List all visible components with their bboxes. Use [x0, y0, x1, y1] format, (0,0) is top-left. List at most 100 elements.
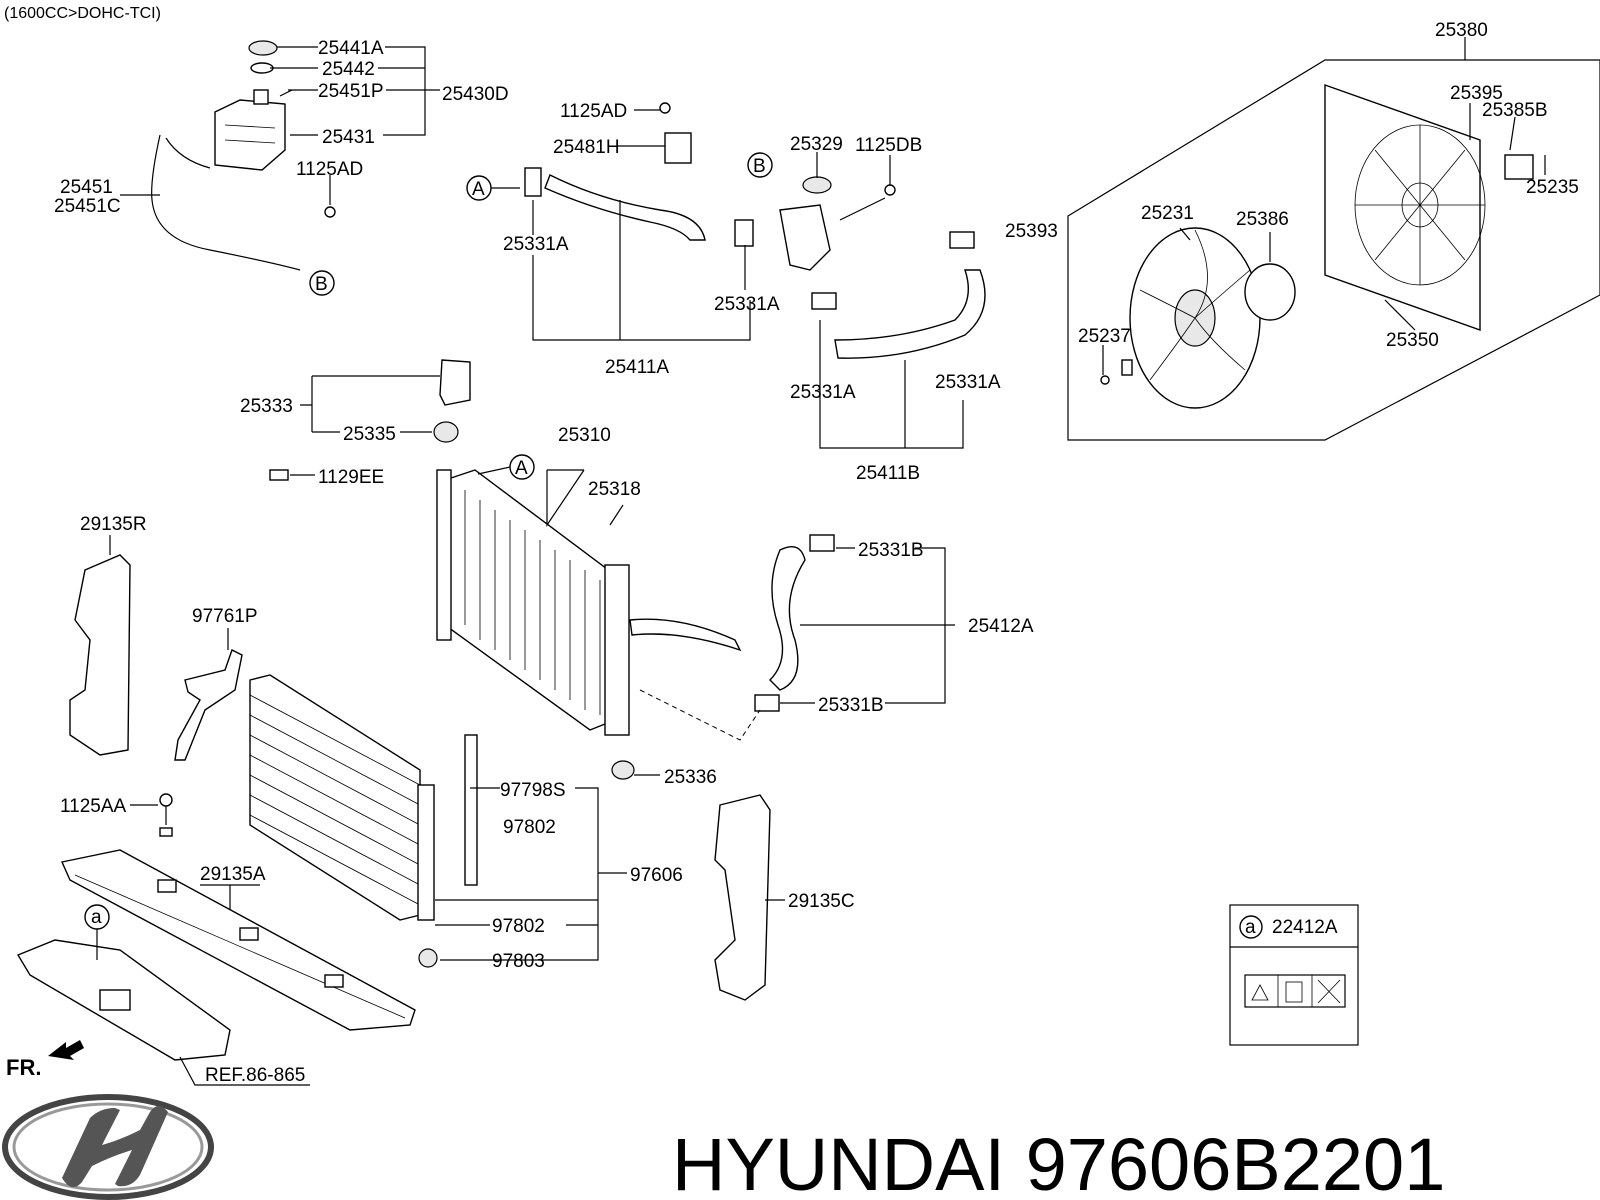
label-25331A-b: 25331A — [714, 294, 780, 315]
bracket — [664, 132, 692, 164]
bolt-1129EE — [269, 469, 289, 481]
label-25411A: 25411A — [605, 357, 669, 378]
bolt — [324, 206, 336, 218]
callout-b-1 — [309, 270, 335, 296]
reservoir-tank — [214, 99, 286, 171]
upper-hose — [544, 174, 706, 241]
condenser — [249, 674, 627, 968]
label-25318: 25318 — [588, 479, 641, 500]
label-25350: 25350 — [1386, 330, 1439, 351]
reservoir-cap — [248, 40, 278, 56]
label-25310: 25310 — [558, 425, 611, 446]
label-25237: 25237 — [1078, 326, 1131, 347]
label-1125AD-a: 1125AD — [296, 159, 363, 180]
front-label: FR. — [6, 1055, 41, 1080]
label-25393: 25393 — [1005, 221, 1058, 242]
label-25451P: 25451P — [318, 81, 384, 102]
label-25235: 25235 — [1526, 177, 1579, 198]
clamp — [524, 167, 542, 197]
drier-cap — [418, 948, 438, 968]
label-25333: 25333 — [240, 396, 293, 417]
label-25331B-b: 25331B — [818, 695, 884, 716]
ac-line — [174, 649, 243, 761]
label-97798S: 97798S — [500, 780, 566, 801]
label-25331A-c: 25331A — [790, 382, 856, 403]
callout-a-small-text: a — [91, 907, 102, 928]
oil-cooler-line — [629, 618, 742, 652]
label-25386: 25386 — [1236, 209, 1289, 230]
front-arrow — [48, 1040, 84, 1060]
fan-motor — [1244, 263, 1296, 321]
air-guard — [69, 554, 131, 756]
callout-b-2 — [747, 152, 773, 178]
label-25380: 25380 — [1435, 20, 1488, 41]
label-97802-a: 97802 — [503, 817, 556, 838]
hyundai-logo-icon — [2, 1094, 214, 1200]
label-25451: 25451 — [60, 177, 113, 198]
callout-a-text: A — [472, 179, 485, 200]
label-25412A: 25412A — [968, 616, 1034, 637]
label-29135R: 29135R — [80, 514, 147, 535]
clamp — [949, 231, 975, 249]
hose — [834, 269, 986, 359]
label-1125DB: 1125DB — [855, 135, 922, 156]
label-25431: 25431 — [322, 127, 375, 148]
ref-label: REF.86-865 — [205, 1065, 305, 1086]
seal-strip — [464, 734, 478, 886]
label-25335: 25335 — [343, 424, 396, 445]
clamp — [754, 694, 780, 712]
label-29135A: 29135A — [200, 864, 266, 885]
callout-b-text: B — [753, 156, 766, 177]
label-25385B: 25385B — [1482, 100, 1548, 121]
lower-hose-assembly — [639, 534, 955, 741]
arrow-icon — [48, 1040, 84, 1060]
label-25441A: 25441A — [318, 38, 384, 59]
air-guard-left — [714, 794, 785, 1001]
label-25331A-d: 25331A — [935, 372, 1001, 393]
label-25395: 25395 — [1450, 83, 1503, 104]
warning-label-box: a — [1229, 904, 1359, 1046]
under-cover: a — [16, 904, 310, 1086]
cap-oring — [250, 62, 274, 74]
tank-right — [604, 564, 630, 736]
callout-a-box-text: a — [1245, 917, 1256, 938]
insulator — [433, 421, 459, 443]
label-25231: 25231 — [1141, 203, 1194, 224]
label-1125AD-b: 1125AD — [560, 101, 627, 122]
bolt-1125AA — [130, 793, 173, 837]
callout-b-text: B — [315, 274, 328, 295]
lower-insulator — [611, 760, 635, 780]
label-97803: 97803 — [492, 951, 545, 972]
label-29135C: 29135C — [788, 891, 855, 912]
label-97802-b: 97802 — [492, 916, 545, 937]
label-1129EE: 1129EE — [318, 467, 384, 488]
filler-neck — [802, 176, 832, 194]
engine-note: (1600CC>DOHC-TCI) — [4, 5, 161, 22]
label-25430D: 25430D — [442, 84, 509, 105]
thermostat-housing: B — [747, 152, 896, 271]
label-22412A: 22412A — [1272, 917, 1338, 938]
housing — [779, 204, 831, 271]
tank-left — [436, 469, 452, 641]
overflow-hose — [151, 134, 301, 271]
label-25411B: 25411B — [856, 463, 920, 484]
clamp — [809, 534, 835, 552]
assembly-box — [1067, 59, 1600, 441]
warning-label-icon — [1244, 974, 1346, 1008]
air-guard-right — [69, 535, 131, 756]
reservoir-assembly: B — [120, 40, 440, 296]
clamp — [811, 292, 837, 310]
label-97761P: 97761P — [192, 606, 258, 627]
callout-a-box — [1239, 915, 1263, 939]
lower-hose — [769, 546, 806, 691]
callout-a-text: A — [515, 458, 528, 479]
label-25331A-a: 25331A — [503, 234, 569, 255]
radiator: A — [436, 454, 742, 780]
label-25329: 25329 — [790, 134, 843, 155]
label-1125AA: 1125AA — [60, 796, 127, 817]
upper-mount — [269, 359, 471, 481]
mount-bracket — [439, 359, 471, 406]
fan-shroud-assembly — [1067, 37, 1600, 441]
